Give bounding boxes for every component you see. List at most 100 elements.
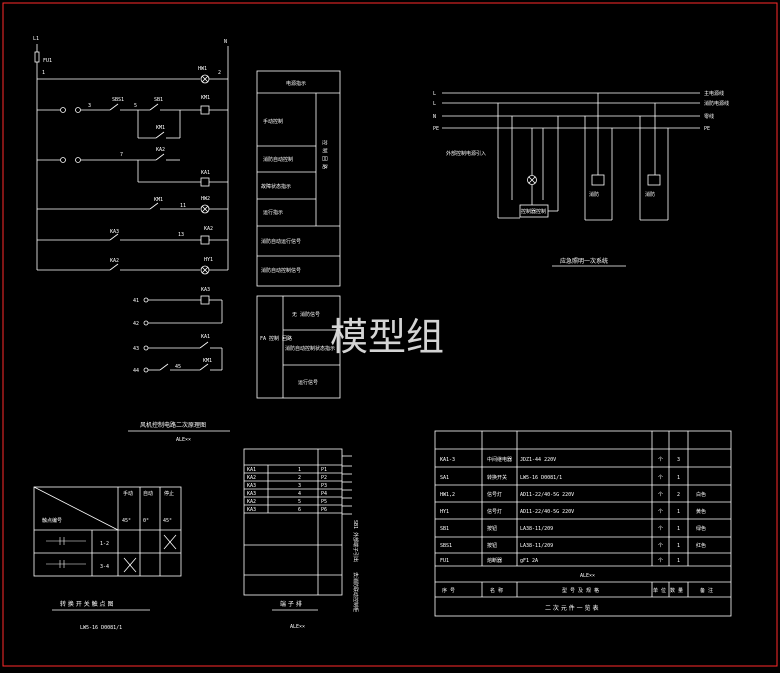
- label-l1: L1: [33, 36, 39, 42]
- coil-ka2-symbol: [200, 235, 210, 245]
- control-circuit-title: 风机控制电路二次原理图: [140, 421, 206, 429]
- tb-row-3-left: KA3: [247, 483, 256, 489]
- fixture-2-symbol: [647, 174, 661, 186]
- wire-num-11: 11: [180, 203, 186, 209]
- part-6-unit: 个: [658, 543, 663, 549]
- tb-row-5-right: P5: [321, 499, 327, 505]
- legend2-left-label: FA 控制 回路: [260, 335, 292, 342]
- part-7-unit: 个: [658, 558, 663, 564]
- contact-label-sbs1: SBS1: [112, 97, 124, 103]
- tb-row-4-mid: 4: [298, 491, 301, 497]
- part-3-name: 信号灯: [487, 491, 502, 498]
- part-7-spec: gF1 2A: [520, 558, 538, 564]
- lamp-symbol: [527, 175, 537, 185]
- legend2-row-1: 无 消防信号: [292, 311, 320, 318]
- bus-label-l1: L: [433, 91, 436, 97]
- parts-footer-3: 型 号 及 规 格: [562, 587, 599, 594]
- terminal-block-title: 端 子 排: [280, 600, 302, 608]
- legend2-row-2: 消防自动控制状态指示: [285, 345, 335, 352]
- coil-label-hw1: HW1: [198, 66, 207, 72]
- parts-list: KA1-3 中间继电器 JDZ1-44 220V 个 3 SA1 转换开关 LW…: [434, 430, 732, 617]
- legend-box-control: 电源指示 手动控制 消防自动控制 故障状态指示 运行指示 消防自动运行信号 消防…: [256, 70, 341, 287]
- switch-angle-3: 45°: [163, 518, 172, 524]
- contact-label-ka3: KA3: [110, 229, 119, 235]
- tb-row-1-right: P1: [321, 467, 327, 473]
- bus-label-l2: L: [433, 101, 436, 107]
- legend1-row-1: 手动控制: [263, 118, 283, 125]
- switch-header-diag: 触点编号: [42, 517, 62, 524]
- control-circuit: L1 N FU1 1 2 HW1 SBS1 SB1 KM1 3 5: [33, 36, 229, 275]
- part-5-note: 绿色: [696, 525, 706, 532]
- switch-table-title: 转 换 开 关 触 点 图: [60, 600, 113, 608]
- terminal-block-code: ALE××: [290, 624, 305, 630]
- fixture-1-symbol: [591, 174, 605, 186]
- part-1-unit: 个: [658, 457, 663, 463]
- terminal-block: KA1 1 P1 KA2 2 P2 KA3 3 P3 KA3 4 P4 KA2 …: [243, 448, 359, 630]
- part-6-note: 红色: [696, 542, 706, 549]
- label-n: N: [224, 39, 227, 45]
- part-7-code: FU1: [440, 558, 449, 564]
- parts-footer-4: 单 位: [653, 587, 666, 594]
- contact-label-km1-seal: KM1: [156, 125, 165, 131]
- coil-label-hw2: HW2: [201, 196, 210, 202]
- bus-label-n: N: [433, 114, 436, 120]
- part-1-spec: JDZ1-44 220V: [520, 457, 556, 463]
- part-4-unit: 个: [658, 509, 663, 515]
- part-5-name: 按钮: [487, 525, 497, 532]
- power-box-label: 控制器控制: [521, 208, 546, 215]
- bus-label-pe: PE: [433, 126, 439, 132]
- part-4-note: 黄色: [696, 508, 706, 515]
- terminal-41: 41: [133, 298, 139, 304]
- switch-angle-2: 0°: [143, 518, 149, 524]
- coil-km1-symbol: [200, 105, 210, 115]
- part-1-name: 中间继电器: [487, 456, 512, 463]
- coil-label-ka3: KA3: [201, 287, 210, 293]
- label-fu1: FU1: [43, 58, 52, 64]
- fixture-2-label: 消防: [645, 191, 655, 198]
- part-6-qty: 1: [677, 543, 680, 549]
- contact-label-km1-hw2: KM1: [154, 197, 163, 203]
- legend1-row-5: 消防自动运行信号: [261, 238, 301, 245]
- part-2-name: 转换开关: [487, 474, 507, 481]
- parts-list-title: 二 次 元 件 一 览 表: [545, 604, 598, 612]
- legend1-row-3: 故障状态指示: [261, 183, 291, 190]
- contact-label-ka1-sig: KA1: [201, 334, 210, 340]
- coil-ka1-symbol: [200, 177, 210, 187]
- parts-footer-2: 名 称: [490, 587, 503, 594]
- bus-right-2: 消防电源线: [704, 100, 729, 107]
- part-2-spec: LW5-16 D0081/1: [520, 475, 562, 481]
- legend1-row-2: 消防自动控制: [263, 156, 293, 163]
- tb-row-1-left: KA1: [247, 467, 256, 473]
- tb-row-3-mid: 3: [298, 483, 301, 489]
- part-5-code: SB1: [440, 526, 449, 532]
- contact-label-ka2: KA2: [156, 147, 165, 153]
- wire-num-5: 5: [134, 103, 137, 109]
- tb-side-text-2: 去消防联动控制柜: [352, 572, 359, 612]
- bus-right-1: 主电源线: [704, 90, 724, 97]
- label-wire-2: 2: [218, 70, 221, 76]
- switch-row-1: 1-2: [100, 541, 109, 547]
- contact-label-ka2-hy1: KA2: [110, 258, 119, 264]
- legend-box-fa: FA 控制 回路 无 消防信号 消防自动控制状态指示 运行信号: [256, 295, 341, 399]
- terminal-44: 44: [133, 368, 139, 374]
- tb-row-3-right: P3: [321, 483, 327, 489]
- part-2-unit: 个: [658, 475, 663, 481]
- coil-label-km1: KM1: [201, 95, 210, 101]
- tb-row-5-mid: 5: [298, 499, 301, 505]
- part-6-name: 按钮: [487, 542, 497, 549]
- coil-label-ka2: KA2: [204, 226, 213, 232]
- switch-angle-1: 45°: [122, 518, 131, 524]
- legend1-header: 电源指示: [286, 80, 306, 87]
- tb-row-5-left: KA2: [247, 499, 256, 505]
- coil-ka3-symbol: [200, 295, 210, 305]
- part-5-spec: LA38-11/209: [520, 526, 553, 532]
- tb-row-4-left: KA3: [247, 491, 256, 497]
- tb-row-6-mid: 6: [298, 507, 301, 513]
- part-3-note: 白色: [696, 491, 706, 498]
- tb-row-1-mid: 1: [298, 467, 301, 473]
- power-circuit-title: 应急照明一次系统: [560, 257, 608, 265]
- switch-row-2: 3-4: [100, 564, 109, 570]
- legend1-row-4: 运行指示: [263, 209, 283, 216]
